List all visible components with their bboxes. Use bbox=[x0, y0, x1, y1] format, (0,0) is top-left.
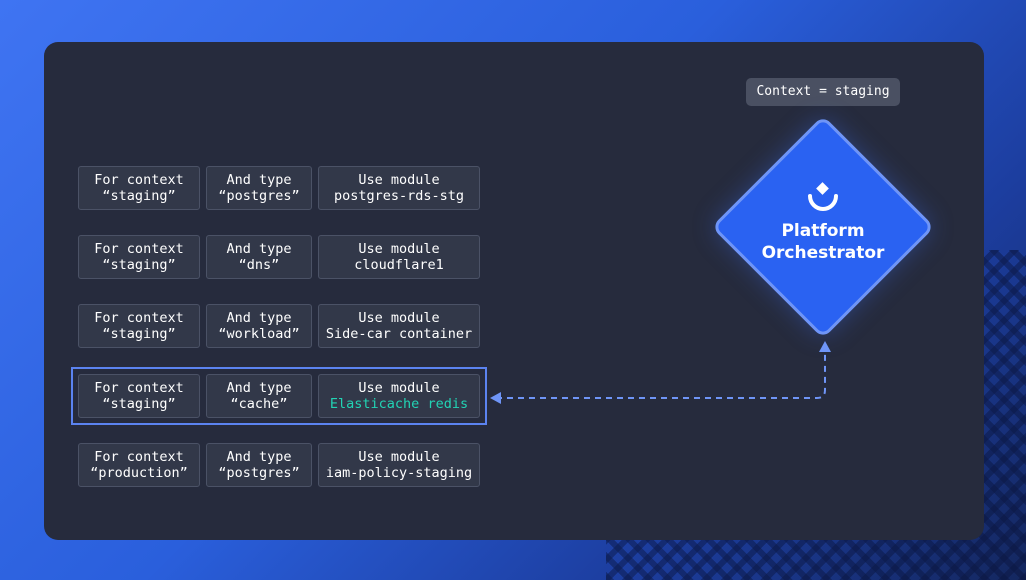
context-value: “staging” bbox=[102, 396, 176, 412]
type-cell: And type “workload” bbox=[206, 304, 312, 348]
rule-row-3: For context “staging” And type “workload… bbox=[78, 304, 480, 348]
context-value: “production” bbox=[90, 465, 188, 481]
context-cell: For context “staging” bbox=[78, 235, 200, 279]
context-label: For context bbox=[94, 380, 184, 396]
module-label: Use module bbox=[358, 310, 440, 326]
context-cell: For context “staging” bbox=[78, 304, 200, 348]
module-cell: Use module cloudflare1 bbox=[318, 235, 480, 279]
type-cell: And type “cache” bbox=[206, 374, 312, 418]
diagram-panel: Context = staging For context “staging” … bbox=[44, 42, 984, 540]
context-cell: For context “staging” bbox=[78, 374, 200, 418]
module-value-highlighted: Elasticache redis bbox=[329, 396, 469, 412]
module-label: Use module bbox=[358, 172, 440, 188]
context-value: “staging” bbox=[102, 257, 176, 273]
type-label: And type bbox=[226, 241, 292, 257]
module-label: Use module bbox=[358, 241, 440, 257]
module-cell: Use module Side-car container bbox=[318, 304, 480, 348]
module-label: Use module bbox=[358, 380, 440, 396]
type-label: And type bbox=[226, 172, 292, 188]
module-value: cloudflare1 bbox=[354, 257, 444, 273]
rule-row-5: For context “production” And type “postg… bbox=[78, 443, 480, 487]
orchestrator-label: Platform Orchestrator bbox=[724, 182, 922, 264]
context-label: For context bbox=[94, 241, 184, 257]
context-value: “staging” bbox=[102, 326, 176, 342]
module-label: Use module bbox=[358, 449, 440, 465]
rule-row-4-selected: For context “staging” And type “cache” U… bbox=[71, 367, 487, 425]
module-value: Side-car container bbox=[325, 326, 473, 342]
context-value: “staging” bbox=[102, 188, 176, 204]
orchestrator-title-line2: Orchestrator bbox=[761, 243, 885, 263]
type-label: And type bbox=[226, 449, 292, 465]
context-badge: Context = staging bbox=[746, 78, 900, 106]
module-value: postgres-rds-stg bbox=[333, 188, 465, 204]
module-value: iam-policy-staging bbox=[325, 465, 473, 481]
dashed-connector bbox=[490, 341, 831, 404]
arrow-left-icon bbox=[490, 392, 501, 404]
type-label: And type bbox=[226, 310, 292, 326]
type-cell: And type “postgres” bbox=[206, 443, 312, 487]
context-cell: For context “production” bbox=[78, 443, 200, 487]
context-label: For context bbox=[94, 172, 184, 188]
type-value: “dns” bbox=[238, 257, 280, 273]
type-cell: And type “dns” bbox=[206, 235, 312, 279]
module-cell: Use module postgres-rds-stg bbox=[318, 166, 480, 210]
context-label: For context bbox=[94, 310, 184, 326]
humanitec-logo-icon bbox=[808, 182, 838, 211]
module-cell: Use module iam-policy-staging bbox=[318, 443, 480, 487]
type-label: And type bbox=[226, 380, 292, 396]
type-value: “cache” bbox=[230, 396, 288, 412]
context-label: For context bbox=[94, 449, 184, 465]
type-value: “postgres” bbox=[218, 465, 300, 481]
type-value: “workload” bbox=[218, 326, 300, 342]
type-value: “postgres” bbox=[218, 188, 300, 204]
context-cell: For context “staging” bbox=[78, 166, 200, 210]
arrow-up-icon bbox=[819, 341, 831, 352]
module-cell: Use module Elasticache redis bbox=[318, 374, 480, 418]
type-cell: And type “postgres” bbox=[206, 166, 312, 210]
rule-row-1: For context “staging” And type “postgres… bbox=[78, 166, 480, 210]
orchestrator-title-line1: Platform bbox=[781, 221, 865, 241]
rule-row-2: For context “staging” And type “dns” Use… bbox=[78, 235, 480, 279]
